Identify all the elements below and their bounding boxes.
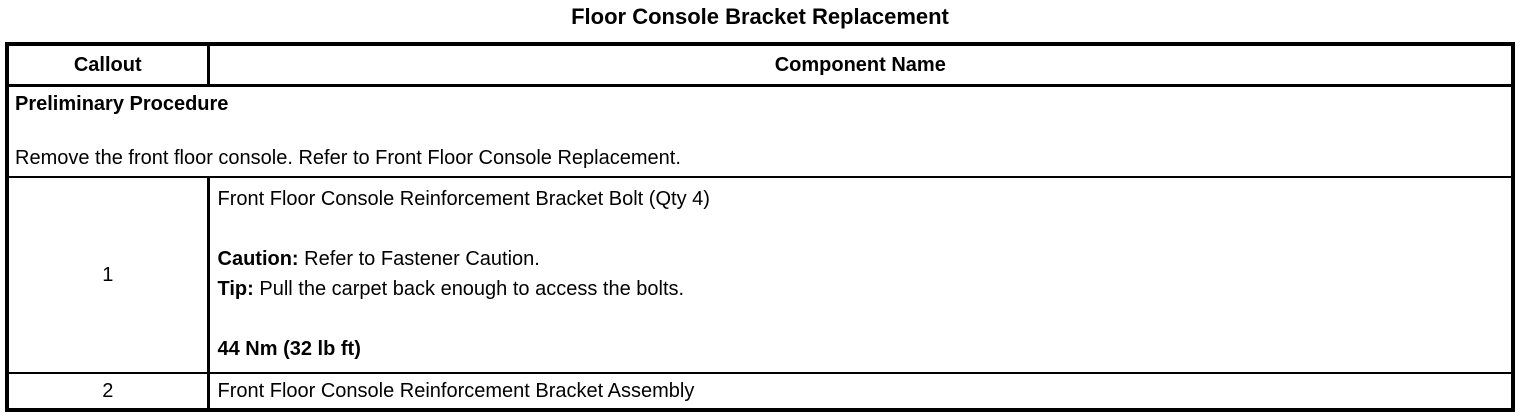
- table-row: 1 Front Floor Console Reinforcement Brac…: [6, 176, 1514, 374]
- tip-label: Tip:: [217, 278, 254, 300]
- callout-column-header: Callout: [6, 43, 210, 87]
- table-row: 2 Front Floor Console Reinforcement Brac…: [6, 372, 1514, 411]
- preliminary-procedure-cell: Preliminary Procedure Remove the front f…: [6, 84, 1514, 178]
- tip-line: Tip: Pull the carpet back enough to acce…: [218, 274, 1504, 304]
- component-name: Front Floor Console Reinforcement Bracke…: [207, 372, 1514, 411]
- caution-text: Refer to Fastener Caution.: [298, 248, 540, 270]
- preliminary-procedure-row: Preliminary Procedure Remove the front f…: [6, 84, 1514, 178]
- component-cell: Front Floor Console Reinforcement Bracke…: [207, 176, 1514, 374]
- tip-text: Pull the carpet back enough to access th…: [253, 278, 685, 300]
- component-name: Front Floor Console Reinforcement Bracke…: [217, 188, 710, 210]
- preliminary-procedure-text: Remove the front floor console. Refer to…: [15, 147, 681, 169]
- preliminary-procedure-heading: Preliminary Procedure: [15, 93, 229, 115]
- caution-line: Caution: Refer to Fastener Caution.: [218, 244, 1504, 274]
- callout-number: 1: [6, 176, 210, 374]
- page-title: Floor Console Bracket Replacement: [571, 4, 949, 29]
- torque-spec: 44 Nm (32 lb ft): [217, 338, 361, 360]
- component-table: Callout Component Name Preliminary Proce…: [5, 42, 1515, 412]
- component-name-column-header: Component Name: [207, 43, 1514, 87]
- table-header-row: Callout Component Name: [6, 43, 1514, 87]
- callout-number: 2: [6, 372, 210, 411]
- caution-label: Caution:: [217, 248, 299, 270]
